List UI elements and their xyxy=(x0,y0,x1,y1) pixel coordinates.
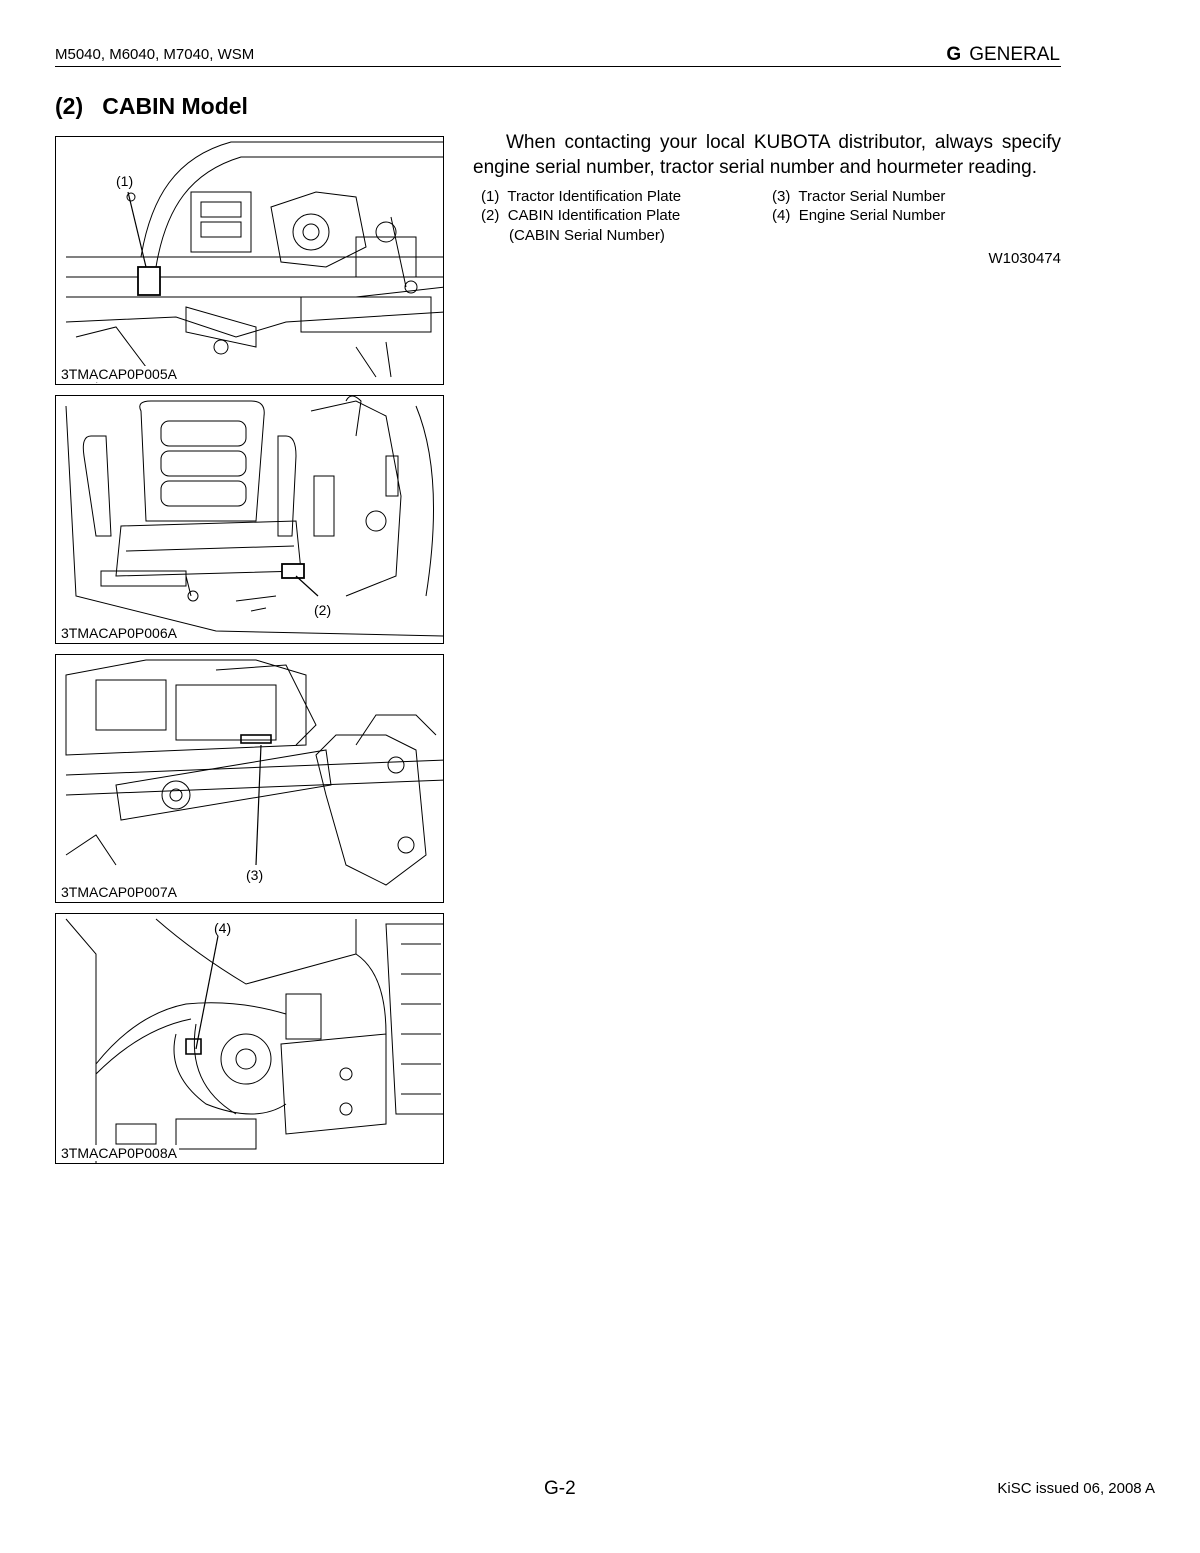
engine-bay-drawing xyxy=(65,141,443,383)
issue-info: KiSC issued 06, 2008 A xyxy=(997,1480,1155,1497)
legend-item-1: (1) Tractor Identification Plate xyxy=(481,187,681,206)
intro-paragraph: When contacting your local KUBOTA distri… xyxy=(473,130,1061,180)
tractor-id-plate xyxy=(137,266,161,296)
section-name: GENERAL xyxy=(969,44,1060,65)
legend-text: Engine Serial Number xyxy=(798,207,946,224)
callout-2: (2) xyxy=(314,602,332,618)
legend-item-2-sub: (CABIN Serial Number) xyxy=(509,226,665,245)
legend-subtext: (CABIN Serial Number) xyxy=(509,227,665,244)
figure-caption-4: 3TMACAP0P008A xyxy=(61,1145,179,1161)
legend-text: CABIN Identification Plate xyxy=(507,207,681,224)
legend-item-3: (3) Tractor Serial Number xyxy=(772,187,945,206)
legend-num: (1) xyxy=(481,188,500,205)
page-number: G-2 xyxy=(544,1478,576,1499)
intro-text: When contacting your local KUBOTA distri… xyxy=(473,132,1061,178)
tractor-serial-plate xyxy=(240,734,272,744)
reference-code: W1030474 xyxy=(988,250,1061,267)
figure-caption-3: 3TMACAP0P007A xyxy=(61,884,179,900)
figure-tractor-id-plate: (1) 3TMACAP0P005A xyxy=(55,136,444,385)
section-letter: G xyxy=(946,44,962,65)
legend-text: Tractor Identification Plate xyxy=(507,188,682,205)
legend-num: (3) xyxy=(772,188,791,205)
section-title: (2) CABIN Model xyxy=(55,93,248,119)
callout-1: (1) xyxy=(116,173,134,189)
chassis-drawing xyxy=(65,659,443,886)
engine-serial-location xyxy=(185,1038,202,1055)
legend-item-2: (2) CABIN Identification Plate xyxy=(481,206,680,225)
legend-num: (4) xyxy=(772,207,791,224)
legend-item-4: (4) Engine Serial Number xyxy=(772,206,945,225)
legend-text: Tractor Serial Number xyxy=(798,188,946,205)
cabin-id-plate xyxy=(281,563,305,579)
header-rule xyxy=(55,66,1061,67)
figure-tractor-serial: (3) 3TMACAP0P007A xyxy=(55,654,444,903)
figure-caption-1: 3TMACAP0P005A xyxy=(61,366,179,382)
header-section: G GENERAL xyxy=(946,44,1060,66)
callout-3: (3) xyxy=(246,867,264,883)
callout-4: (4) xyxy=(214,920,232,936)
header-models: M5040, M6040, M7040, WSM xyxy=(55,46,255,63)
figure-engine-serial: (4) 3TMACAP0P008A xyxy=(55,913,444,1164)
cabin-seat-drawing xyxy=(65,396,443,637)
figure-caption-2: 3TMACAP0P006A xyxy=(61,625,179,641)
engine-drawing xyxy=(65,918,443,1163)
legend-num: (2) xyxy=(481,207,500,224)
figure-cabin-id-plate: (2) 3TMACAP0P006A xyxy=(55,395,444,644)
